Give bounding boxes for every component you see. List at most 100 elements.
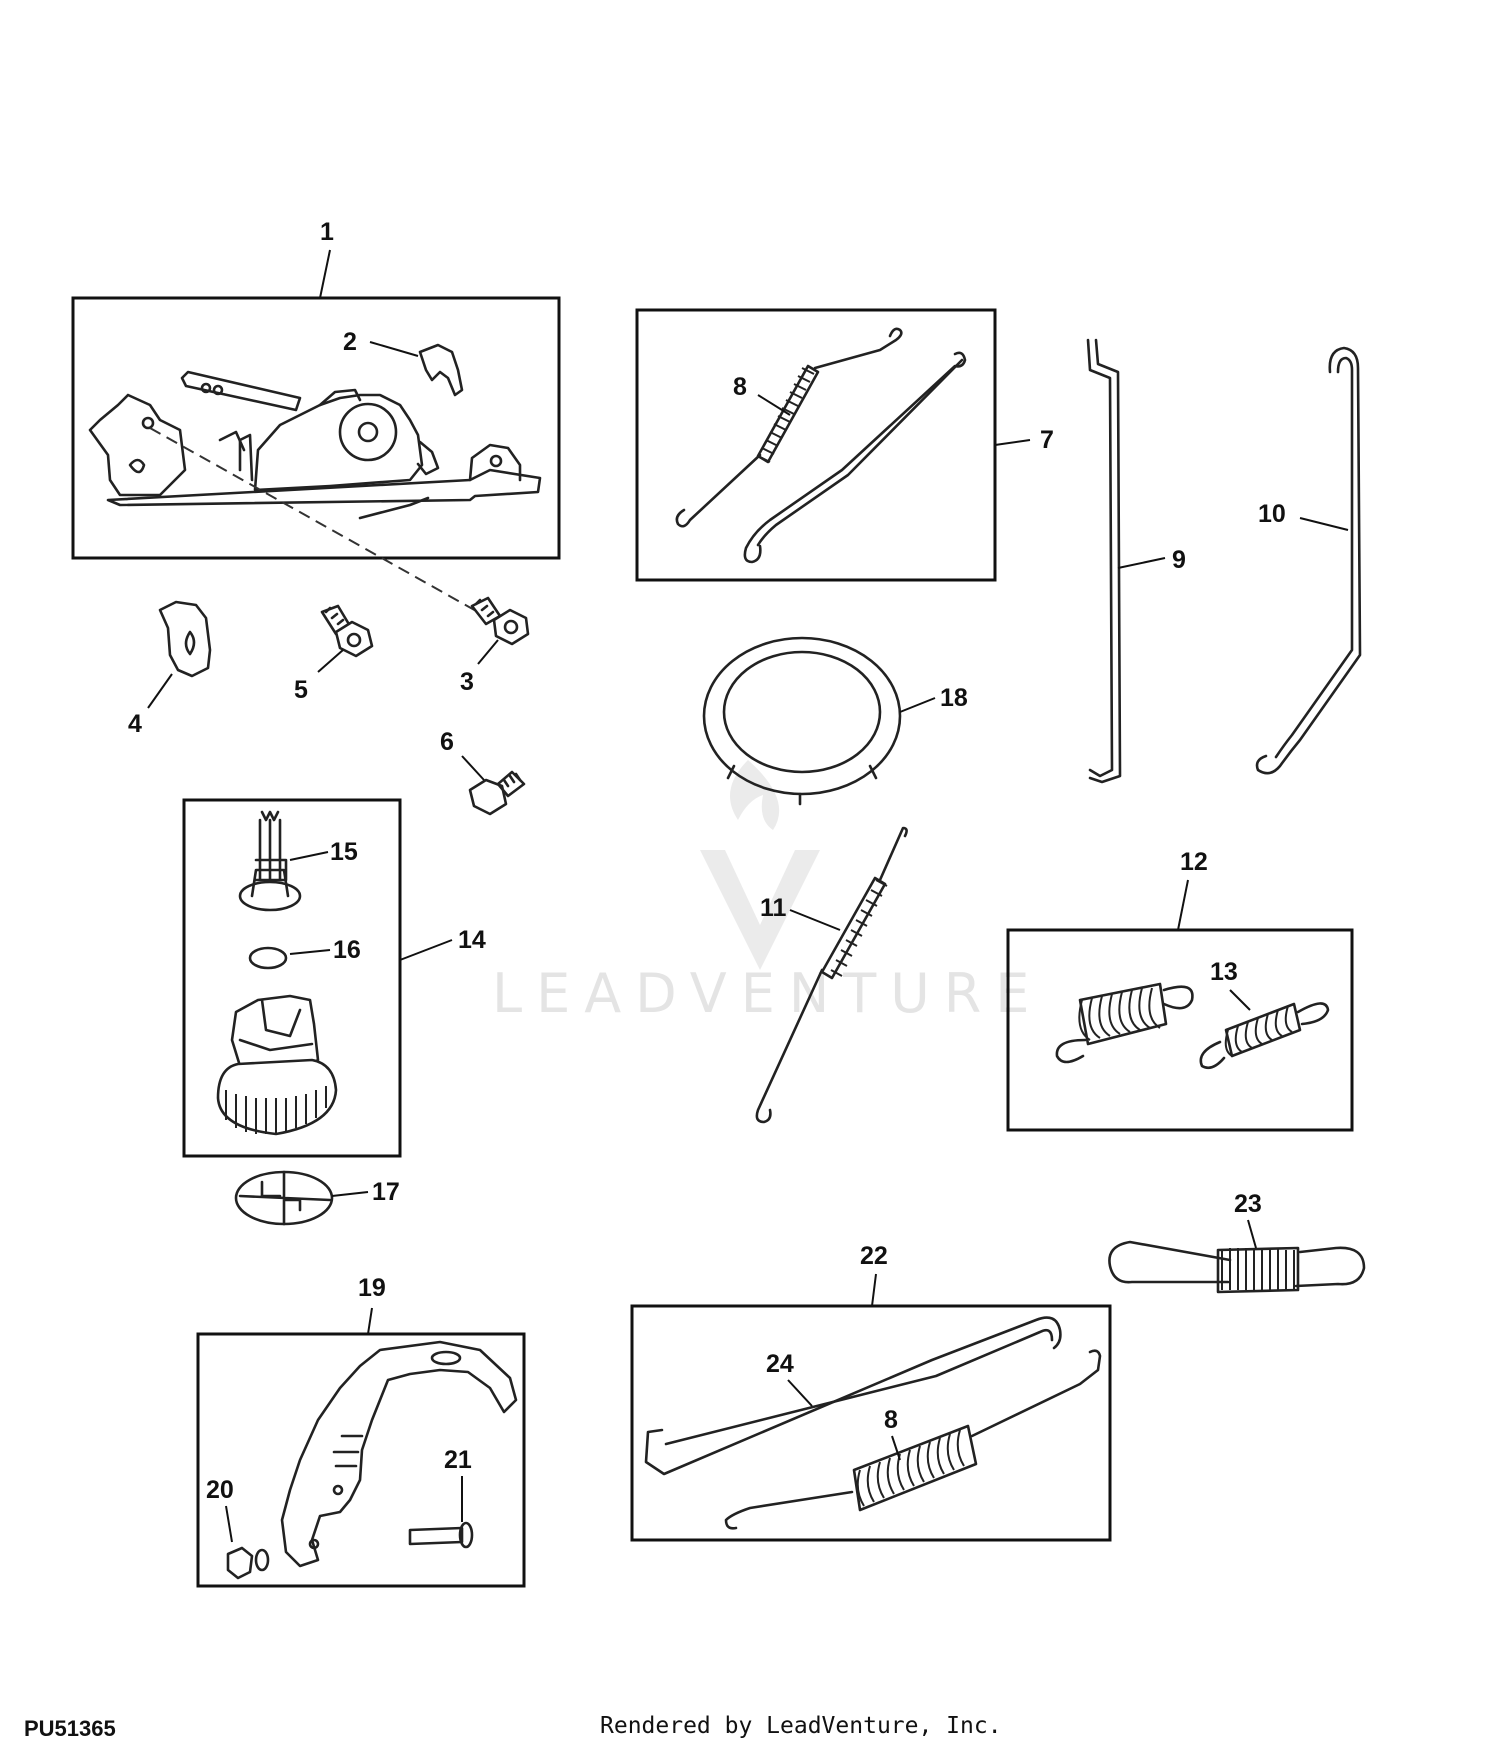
- callout-8a: 8: [733, 373, 747, 401]
- part-6-bolt-shank: [496, 770, 526, 798]
- part-group-12: 12 13: [1006, 848, 1354, 1132]
- callout-2: 2: [343, 328, 357, 356]
- callout-17: 17: [372, 1178, 400, 1206]
- callout-23: 23: [1234, 1190, 1262, 1218]
- lever-bracket-right: [468, 443, 522, 482]
- leader-11: [789, 909, 841, 931]
- callout-19: 19: [358, 1274, 386, 1302]
- leader-16: [289, 949, 331, 955]
- callout-21: 21: [444, 1446, 472, 1474]
- leader-20: [225, 1505, 233, 1543]
- leader-19: [367, 1307, 373, 1335]
- part-6: 6: [440, 728, 526, 816]
- lever-base-plate: [106, 468, 542, 507]
- part-7-rod: [743, 351, 967, 564]
- part-20-washer: [254, 1548, 270, 1572]
- callout-9: 9: [1172, 546, 1186, 574]
- part-23-spring-loop-left: [1108, 1240, 1232, 1284]
- part-group-1: 1 2: [71, 218, 561, 613]
- leader-4: [147, 673, 173, 709]
- callout-24: 24: [766, 1350, 794, 1378]
- part-3-bolt-head: [492, 608, 530, 646]
- callout-14: 14: [458, 926, 486, 954]
- part-8-spring-coil: [757, 367, 815, 463]
- callout-22: 22: [860, 1242, 888, 1270]
- leader-22: [871, 1273, 877, 1307]
- leader-18: [899, 697, 936, 713]
- leader-3: [477, 639, 499, 665]
- part-19-bracket: [280, 1340, 518, 1568]
- leader-23: [1247, 1219, 1257, 1249]
- render-credit: Rendered by LeadVenture, Inc.: [600, 1713, 1002, 1739]
- part-20-nut: [226, 1546, 254, 1580]
- part-10: 10: [1255, 346, 1362, 775]
- part-box-7: [635, 308, 997, 582]
- part-23-spring-coil: [1221, 1248, 1295, 1290]
- leader-8b: [891, 1435, 901, 1461]
- part-group-7: 7 8: [635, 308, 1054, 582]
- leader-15: [289, 851, 329, 861]
- part-8-spring-coil-b: [856, 1429, 965, 1507]
- callout-11: 11: [760, 894, 787, 922]
- leader-12: [1177, 879, 1189, 931]
- part-4: 4: [128, 600, 212, 738]
- callout-7: 7: [1040, 426, 1054, 454]
- part-box-19: [196, 1332, 526, 1588]
- lever-arm: [180, 370, 302, 412]
- callout-15: 15: [330, 838, 358, 866]
- leader-5: [317, 649, 344, 673]
- callout-18: 18: [940, 684, 968, 712]
- part-8-spring-hook-lower: [675, 453, 762, 528]
- part-group-19: 19 21 20: [196, 1274, 526, 1588]
- callout-1: 1: [320, 218, 334, 246]
- leader-17: [331, 1191, 369, 1197]
- callout-3: 3: [460, 668, 474, 696]
- part-4-clip: [158, 600, 212, 678]
- part-5: 5: [294, 604, 374, 704]
- part-18-ring-outer: [702, 636, 902, 796]
- part-8-spring-hook-right: [970, 1349, 1102, 1438]
- part-box-12: [1006, 928, 1354, 1132]
- callout-13: 13: [1210, 958, 1238, 986]
- leader-6: [461, 755, 485, 781]
- part-9-rod: [1086, 338, 1114, 778]
- leader-7: [994, 439, 1031, 446]
- alignment-line: [149, 427, 479, 613]
- part-13-spring: [1199, 1002, 1330, 1070]
- leader-24: [787, 1379, 813, 1407]
- leader-8a: [757, 394, 791, 416]
- callout-5: 5: [294, 676, 308, 704]
- part-15-shaft: [254, 818, 288, 882]
- figure-id: PU51365: [24, 1716, 116, 1741]
- part-18-ring-inner: [722, 650, 882, 774]
- part-group-14: 14 15 16: [182, 798, 486, 1158]
- callout-6: 6: [440, 728, 454, 756]
- leader-9: [1117, 557, 1166, 569]
- leader-10: [1299, 517, 1349, 531]
- leader-1: [319, 249, 331, 299]
- callout-4: 4: [128, 710, 142, 738]
- large-spring: [1055, 982, 1194, 1064]
- leader-2: [369, 341, 419, 357]
- callout-12: 12: [1180, 848, 1208, 876]
- callout-16: 16: [333, 936, 361, 964]
- part-17: 17: [234, 1170, 400, 1226]
- part-11-spring-coil: [830, 879, 888, 977]
- part-24-rod: [644, 1316, 1062, 1476]
- part-box-1: [71, 296, 561, 560]
- part-box-22: [630, 1304, 1112, 1542]
- part-18: 18: [702, 636, 968, 806]
- watermark: LEADVENTURE: [492, 760, 1043, 1025]
- part-2-clip: [418, 343, 464, 397]
- callout-20: 20: [206, 1476, 234, 1504]
- watermark-text: LEADVENTURE: [492, 962, 1043, 1025]
- part-11: 11: [755, 826, 908, 1124]
- callout-8b: 8: [884, 1406, 898, 1434]
- part-21-pin: [408, 1526, 464, 1546]
- leader-13: [1229, 989, 1251, 1011]
- part-23: 23: [1108, 1190, 1366, 1294]
- part-8-spring-hook-left: [724, 1490, 854, 1530]
- part-5-bolt-head: [334, 620, 374, 658]
- part-group-22: 22 24 8: [630, 1242, 1112, 1542]
